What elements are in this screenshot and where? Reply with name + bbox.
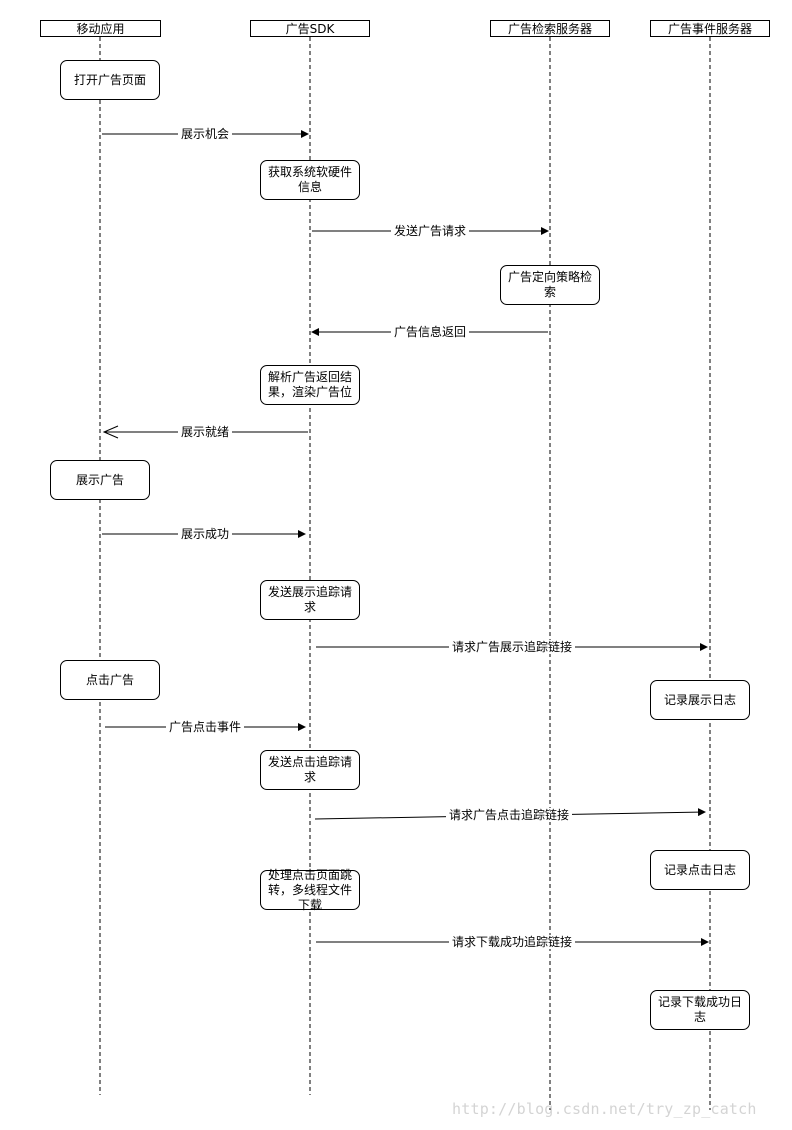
msg-req-show-track-link: 请求广告展示追踪链接 <box>448 640 576 654</box>
msg-show-success: 展示成功 <box>177 527 233 541</box>
lane-header-ad-sdk: 广告SDK <box>250 20 370 37</box>
msg-show-ready: 展示就绪 <box>177 425 233 439</box>
msg-send-ad-request: 发送广告请求 <box>390 224 470 238</box>
box-send-click-track: 发送点击追踪请求 <box>260 750 360 790</box>
box-log-click: 记录点击日志 <box>650 850 750 890</box>
msg-ad-click-event: 广告点击事件 <box>165 720 245 734</box>
msg-req-download-track-link: 请求下载成功追踪链接 <box>448 935 576 949</box>
box-click-ad: 点击广告 <box>60 660 160 700</box>
box-get-system-info: 获取系统软硬件信息 <box>260 160 360 200</box>
lane-header-mobile-app: 移动应用 <box>40 20 161 37</box>
box-log-show: 记录展示日志 <box>650 680 750 720</box>
box-parse-render: 解析广告返回结果，渲染广告位 <box>260 365 360 405</box>
watermark: http://blog.csdn.net/try_zp_catch <box>452 1100 757 1118</box>
msg-show-opportunity: 展示机会 <box>177 127 233 141</box>
arrow-show-ready-head <box>102 425 119 439</box>
box-open-ad-page: 打开广告页面 <box>60 60 160 100</box>
msg-ad-info-return: 广告信息返回 <box>390 325 470 339</box>
box-show-ad: 展示广告 <box>50 460 150 500</box>
box-send-show-track: 发送展示追踪请求 <box>260 580 360 620</box>
lane-header-ad-event-server: 广告事件服务器 <box>650 20 770 37</box>
lane-header-ad-search-server: 广告检索服务器 <box>490 20 610 37</box>
box-log-download: 记录下载成功日志 <box>650 990 750 1030</box>
box-handle-click: 处理点击页面跳转，多线程文件下载 <box>260 868 360 912</box>
msg-req-click-track-link: 请求广告点击追踪链接 <box>445 808 573 822</box>
box-ad-targeting-search: 广告定向策略检索 <box>500 265 600 305</box>
